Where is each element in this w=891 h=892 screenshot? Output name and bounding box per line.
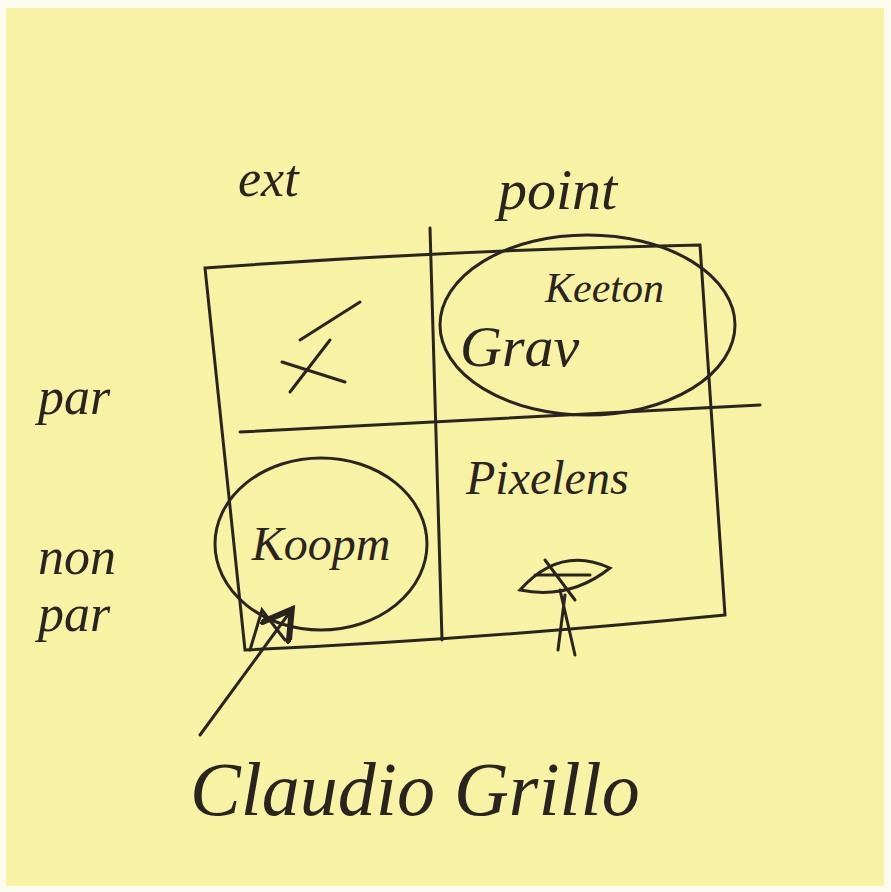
node-text: Grav (460, 315, 579, 379)
signature: Claudio Grillo (190, 748, 640, 832)
row-header: non par (38, 528, 188, 642)
ellipse-node: Koopm (215, 458, 427, 630)
node-text: Keeton (545, 265, 664, 311)
cell-text: Pixelens (466, 452, 629, 505)
column-header: ext (238, 150, 299, 207)
column-header: point (498, 158, 617, 222)
node-text: Koopm (252, 518, 391, 571)
ellipse-node: KeetonGrav (440, 235, 735, 415)
row-header: par (38, 368, 110, 425)
